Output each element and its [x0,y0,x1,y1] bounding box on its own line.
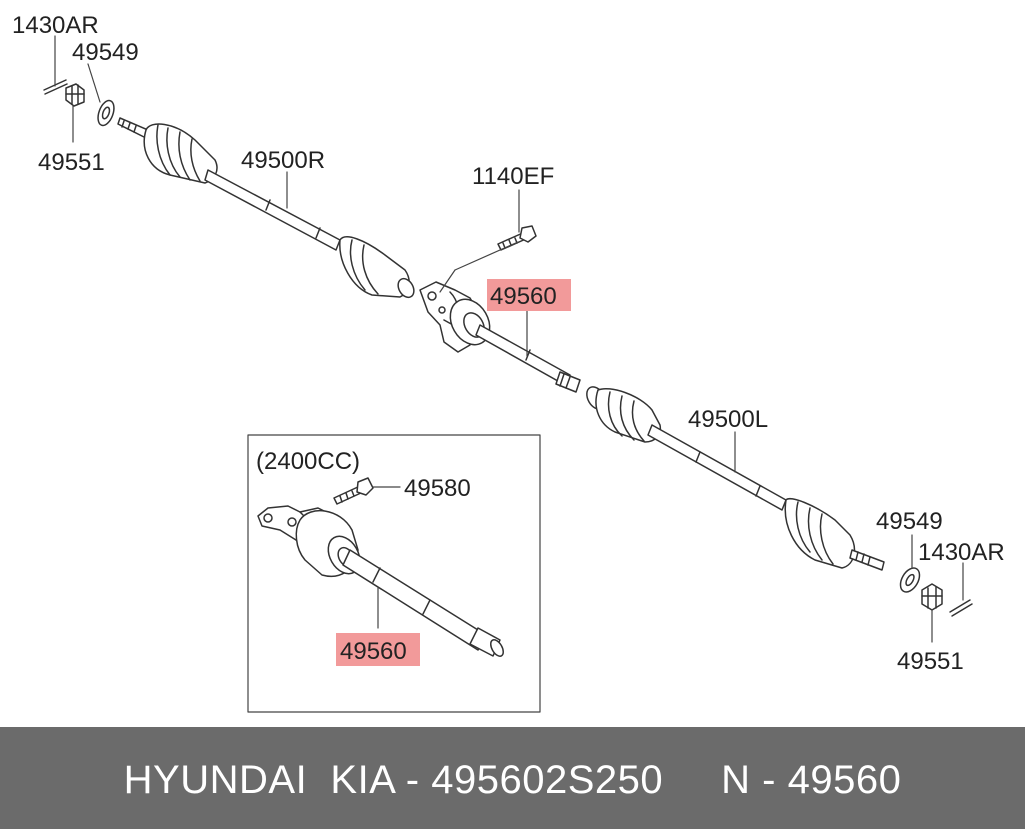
label-inset-bolt: 49580 [404,475,471,502]
drive-shaft-right [117,117,415,299]
cotter-pin-bottom [949,599,973,617]
footer-part-number: HYUNDAI KIA - 495602S250 N - 49560 [123,758,902,802]
label-top-washer: 49549 [72,39,139,66]
footer-bar: HYUNDAI KIA - 495602S250 N - 49560 [0,727,1025,829]
label-right-shaft: 49500R [241,147,325,174]
inset-shaft [257,505,504,657]
bolt-top [497,225,537,251]
inset-frame [247,434,541,713]
washer-bottom [899,567,921,593]
drive-shaft-left [586,386,885,571]
castle-nut-bottom [921,583,943,611]
label-bottom-nut: 49551 [897,648,964,675]
highlight-49560-inset [336,633,420,666]
label-left-shaft: 49500L [688,406,768,433]
highlight-49560-main [487,279,571,311]
label-bolt: 1140EF [472,163,554,190]
intermediate-shaft [419,281,581,393]
label-top-pin: 1430AR [12,12,99,39]
castle-nut-top [65,83,85,107]
label-bottom-washer: 49549 [876,508,943,535]
washer-top [97,99,115,127]
inset-bolt [333,477,401,505]
label-center-shaft: 49560 [490,283,557,310]
inset-title: (2400CC) [256,448,360,475]
label-bottom-pin: 1430AR [918,539,1005,566]
label-inset-shaft: 49560 [340,638,407,665]
leader-lines [54,35,964,643]
label-top-nut: 49551 [38,149,105,176]
